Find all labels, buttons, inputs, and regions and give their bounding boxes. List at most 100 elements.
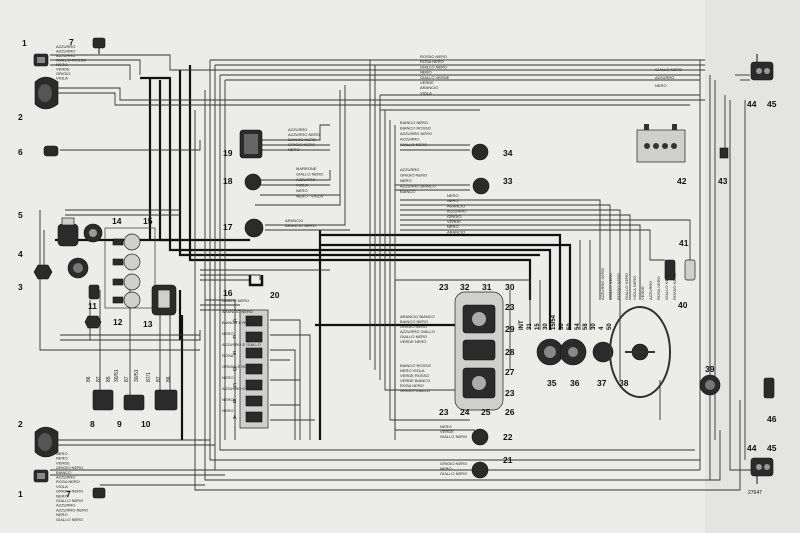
component-18-resistor <box>244 173 262 191</box>
wire-label-panel_left: ARANCIO BIANCO <box>400 314 435 319</box>
component-number-32: 32 <box>460 282 470 292</box>
component-number-24: 24 <box>460 407 470 417</box>
wire-label-comp19: NERO <box>288 147 300 152</box>
switch-terminal-code: 50 <box>567 323 573 330</box>
wire-label-bottom: NERO <box>56 512 68 517</box>
component-8-relay <box>92 389 114 411</box>
wire-label-mid_right: NERO <box>447 193 459 198</box>
wire-label-comp22: GIALLO NERO <box>440 434 467 439</box>
component-9-relay <box>123 394 145 411</box>
wire-label-mid_right: ARANCIO <box>447 229 465 234</box>
component-16-connector <box>248 275 264 287</box>
wire-label-comp34: GIALLO NERO <box>400 142 427 147</box>
component-12-sensor <box>84 315 102 329</box>
wire-label-comp20: GIALLO NERO <box>222 298 249 303</box>
wire-label-mid_right: NERO <box>447 198 459 203</box>
wire-label-bottom: GRIGIO NERO <box>56 489 83 494</box>
wire-label-top_left: GIALLO-ROSSO <box>56 58 86 63</box>
component-number-46: 46 <box>767 414 777 424</box>
component-number-7: 7 <box>66 489 71 499</box>
switch-terminal-code: 30 <box>591 323 597 330</box>
component-number-1: 1 <box>22 38 27 48</box>
component-number-21: 21 <box>503 455 513 465</box>
component-number-33: 33 <box>503 176 513 186</box>
wire-label-mid_right: NERO <box>447 224 459 229</box>
wire-label-comp19: GRIGIO NERO <box>288 142 315 147</box>
relay-terminal-code: 87 <box>124 376 130 382</box>
wire-label-comp17: ARANCIO <box>285 218 303 223</box>
wire-label-mid_right: ARANCIO <box>447 203 465 208</box>
wire-label-panel_bottom: VERDE BIANCO <box>400 378 430 383</box>
component-number-40: 40 <box>678 300 688 310</box>
wire-label-comp21: NERO <box>440 466 452 471</box>
relay-terminal-code: 86 <box>166 376 172 382</box>
component-number-41: 41 <box>679 238 689 248</box>
component-19-relay <box>239 129 263 159</box>
component-number-23: 23 <box>439 282 449 292</box>
wire-label-panel_left: BIANCO NERO <box>400 319 428 324</box>
component-40-switch <box>664 259 676 281</box>
switch-terminal-code: 30 <box>559 323 565 330</box>
component-38-steering-wheel-horn <box>609 306 671 398</box>
component-number-13: 13 <box>143 319 153 329</box>
wire-label-top_center: ARANCIO <box>420 85 438 90</box>
wire-label-top_center: NERO <box>420 70 432 75</box>
wire-label-comp19: AZZURRO <box>288 127 307 132</box>
wire-label-top_left: GRIGIO <box>56 71 70 76</box>
component-number-44: 44 <box>747 443 757 453</box>
component-number-19: 19 <box>223 148 233 158</box>
component-1-connector-top <box>33 53 49 67</box>
fuse-letter: A <box>233 415 237 421</box>
wire-label-comp34: AZZURRO NERO <box>400 131 432 136</box>
wire-label-comp17: ARANCIO NERO <box>285 223 316 228</box>
wire-label-bottom: BIANCO <box>56 470 71 475</box>
wire-label-comp20: AZZURRO E GIALLO <box>222 342 261 347</box>
wire-label-top_center: ROSSO NERO <box>420 54 447 59</box>
wire-label-top_right: AZZURRO <box>655 75 674 80</box>
component-number-2: 2 <box>18 112 23 122</box>
component-43-fuse <box>719 147 729 159</box>
component-number-39: 39 <box>705 364 715 374</box>
component-number-42: 42 <box>677 176 687 186</box>
wire-label-right_vertical: GIALLO NERO <box>664 273 669 300</box>
component-35-ignition-switch <box>536 338 564 366</box>
component-21-light <box>471 461 489 479</box>
wire-label-comp18: VIOLA <box>296 183 308 188</box>
wire-label-top_center: ROSA NERO <box>420 59 444 64</box>
component-number-30: 30 <box>505 282 515 292</box>
wire-label-right_vertical: AZZURRO NERO <box>600 268 605 300</box>
wire-label-comp33: GRIGIO NERO <box>400 173 427 178</box>
component-42-battery <box>636 124 686 163</box>
switch-terminal-code: 50 <box>607 323 613 330</box>
switch-terminal-code: 30 <box>543 323 549 330</box>
component-number-7: 7 <box>69 37 74 47</box>
component-number-15: 15 <box>143 216 153 226</box>
wire-harness <box>39 54 755 491</box>
wire-label-comp21: GRIGIO NERO <box>440 461 467 466</box>
component-number-3: 3 <box>18 282 23 292</box>
component-11-sensor <box>88 284 100 300</box>
component-number-12: 12 <box>113 317 123 327</box>
fuse-letter: E <box>233 351 237 357</box>
switch-terminal-code: 54 <box>575 323 581 330</box>
fuse-letter: B <box>233 399 237 405</box>
component-number-4: 4 <box>18 249 23 259</box>
wire-label-right_vertical: VERDE <box>640 286 645 300</box>
wire-label-comp20: ARANCIO NERO <box>222 309 253 314</box>
component-number-18: 18 <box>223 176 233 186</box>
component-46-plate-lamp <box>763 377 775 399</box>
component-34-switch <box>471 143 489 161</box>
wire-label-comp20: NERO <box>222 408 234 413</box>
wire-label-comp20: AZZURRO E ROSSO <box>222 386 261 391</box>
wire-label-comp22: VERDE <box>440 429 454 434</box>
component-number-2: 2 <box>18 419 23 429</box>
wire-label-comp19: AZZURRO NERO <box>288 132 320 137</box>
wire-label-top_left: NERO <box>56 62 68 67</box>
component-7-horn-bottom <box>92 487 106 499</box>
component-number-22: 22 <box>503 432 513 442</box>
wire-label-top_center: VIOLA <box>420 90 432 95</box>
switch-terminal-code: 15 <box>535 323 541 330</box>
wire-label-comp18: NERO <box>296 188 308 193</box>
component-number-23: 23 <box>505 388 515 398</box>
